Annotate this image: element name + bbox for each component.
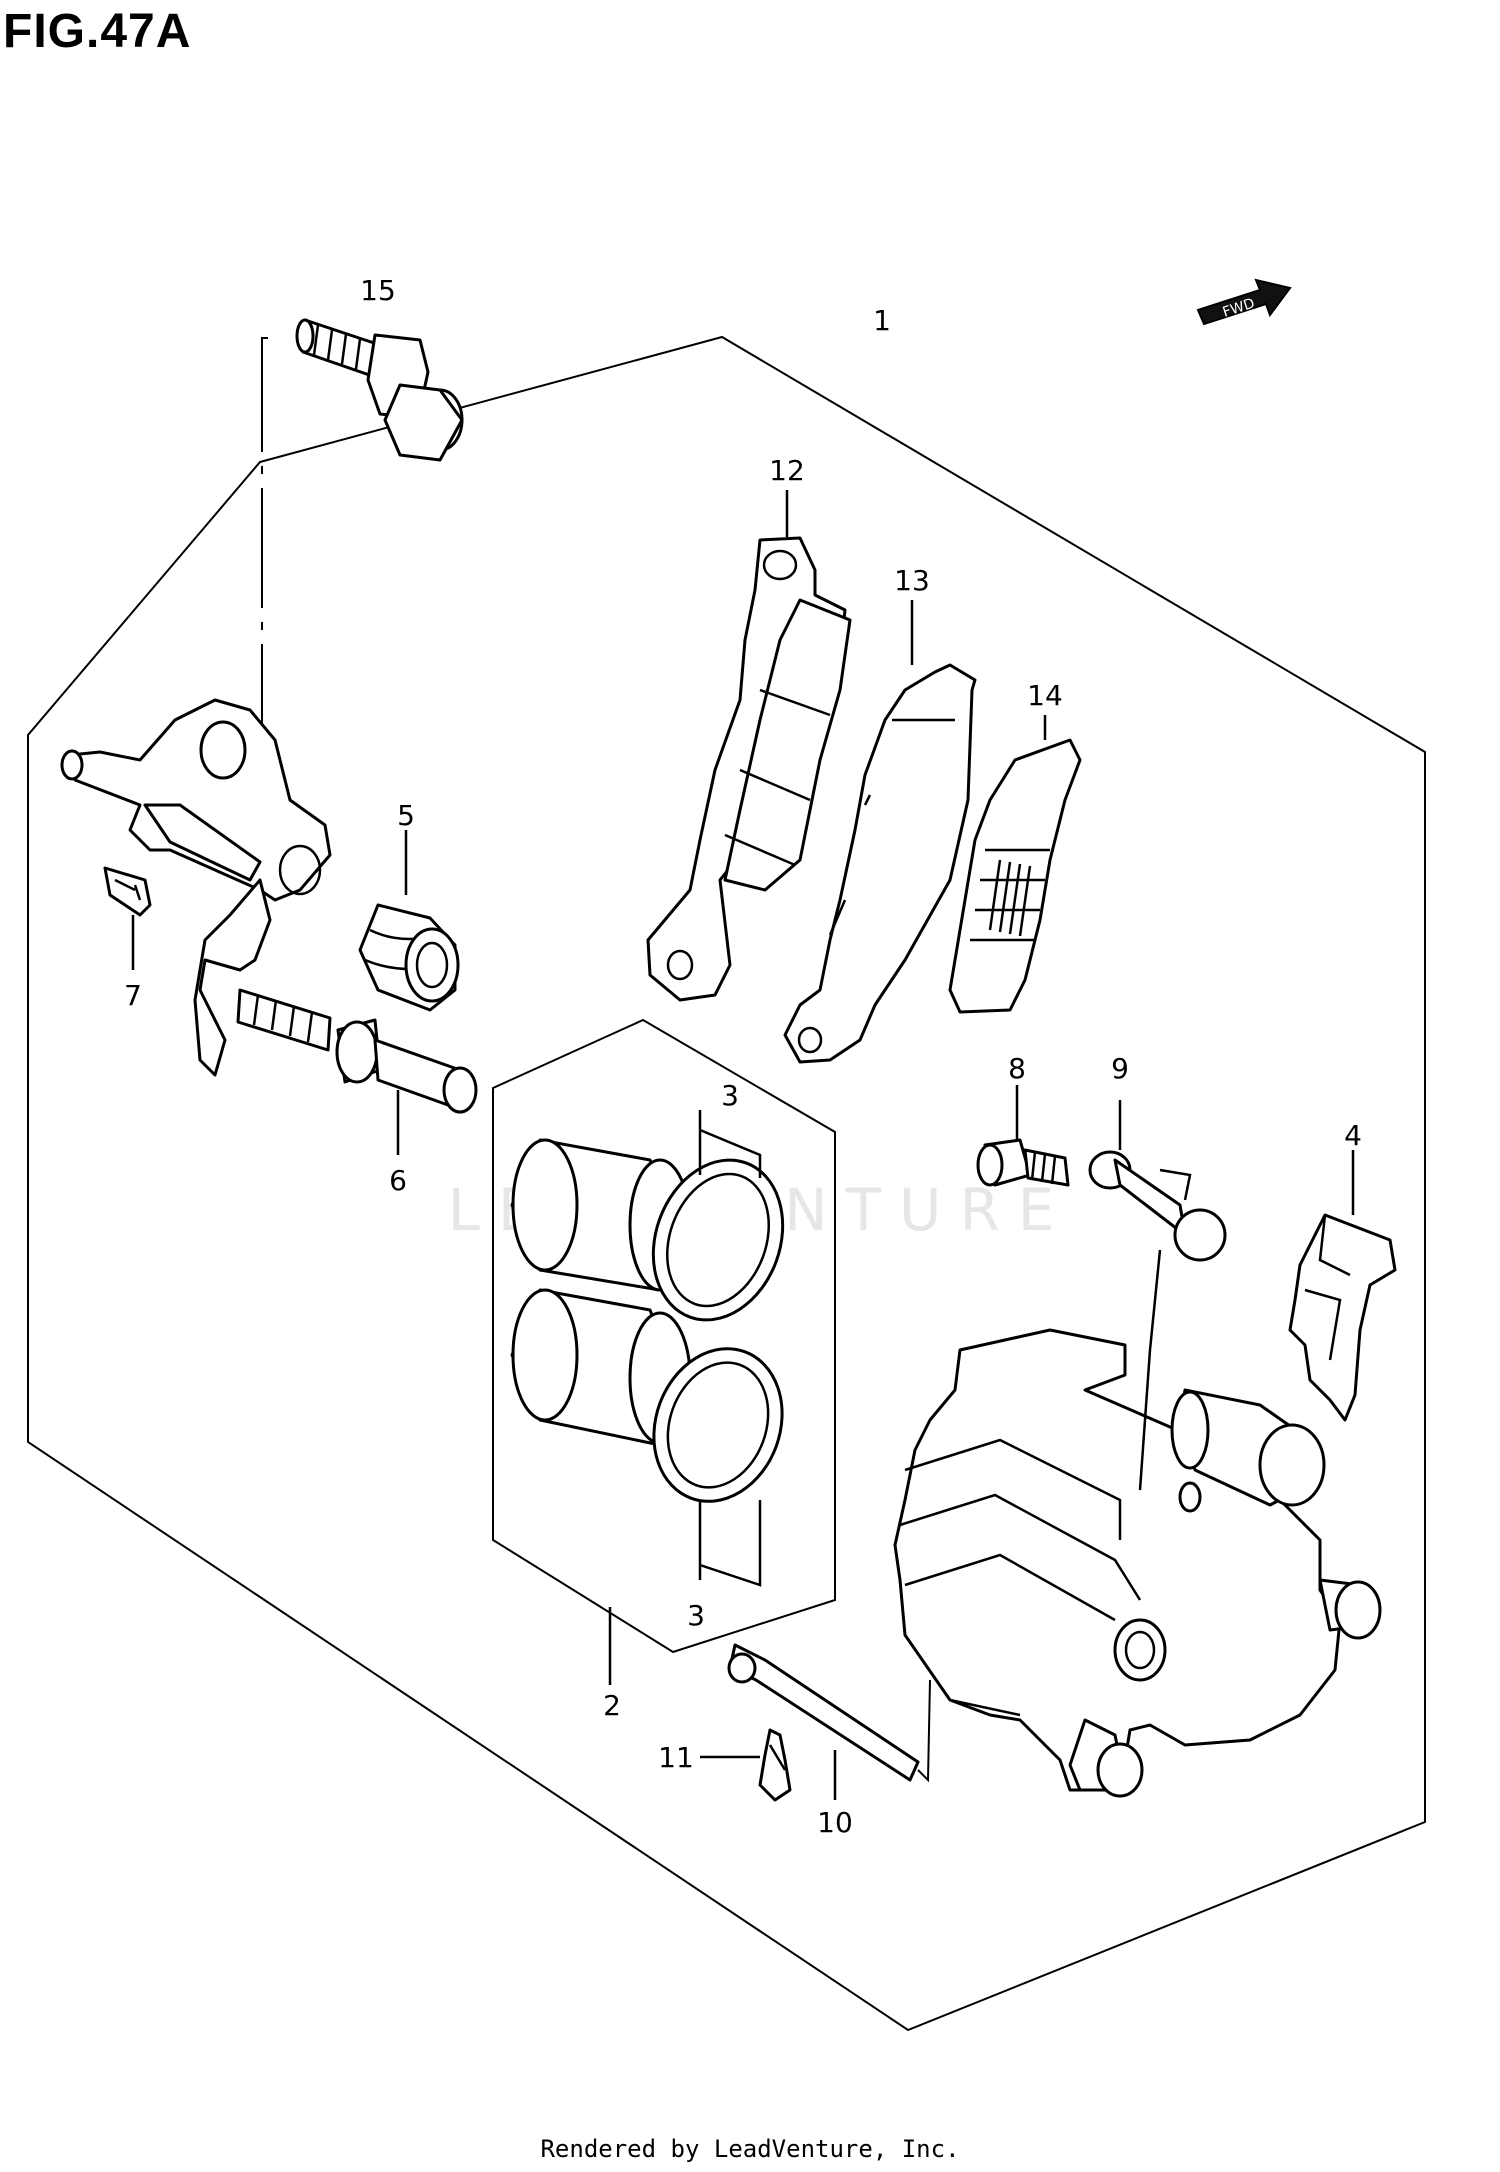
pin-10-guide	[917, 1679, 931, 1783]
callout-14: 14	[1027, 679, 1063, 712]
seal-upper-icon	[651, 1158, 785, 1322]
pin-6-icon	[335, 1018, 478, 1114]
callout-1: 1	[873, 304, 891, 337]
callout-10: 10	[817, 1806, 853, 1839]
fwd-label: FWD	[1221, 296, 1257, 321]
shim-14-icon	[948, 738, 1082, 1014]
seal-lower-icon	[652, 1347, 784, 1503]
bleeder-8-icon	[976, 1138, 1070, 1187]
leader-3a	[698, 1110, 762, 1178]
brake-pad-12-icon	[646, 536, 852, 1002]
callout-12: 12	[769, 454, 805, 487]
clip-11-icon	[758, 1728, 792, 1802]
bolt-15-guide	[259, 337, 268, 753]
piston-kit-frame	[492, 1018, 836, 1654]
fwd-arrow-icon: FWD	[1196, 278, 1292, 326]
callout-5: 5	[397, 799, 415, 832]
leader-3b	[698, 1500, 762, 1587]
boot-5-icon	[358, 903, 460, 1012]
cap-9-icon	[1088, 1150, 1227, 1262]
footer-credit: Rendered by LeadVenture, Inc.	[540, 2135, 960, 2163]
clip-7-icon	[103, 866, 152, 917]
callout-3-top: 3	[721, 1079, 739, 1112]
callout-7: 7	[124, 979, 142, 1012]
shim-13-icon	[783, 663, 977, 1064]
callout-2: 2	[603, 1689, 621, 1722]
spring-4-icon	[1288, 1213, 1397, 1422]
callout-11: 11	[658, 1741, 694, 1774]
caliper-body-icon	[893, 1249, 1382, 1798]
callout-3-bottom: 3	[687, 1599, 705, 1632]
callout-15: 15	[360, 274, 396, 307]
callout-9: 9	[1111, 1052, 1129, 1085]
assembly-frame	[27, 335, 1426, 2032]
callout-6: 6	[389, 1164, 407, 1197]
callout-8: 8	[1008, 1052, 1026, 1085]
callout-13: 13	[894, 564, 930, 597]
caliper-bracket-icon	[60, 698, 332, 1077]
pin-10-icon	[727, 1643, 920, 1782]
figure-title: FIG.47A	[3, 5, 192, 58]
bolt-15-icon	[295, 318, 464, 462]
callout-4: 4	[1344, 1119, 1362, 1152]
